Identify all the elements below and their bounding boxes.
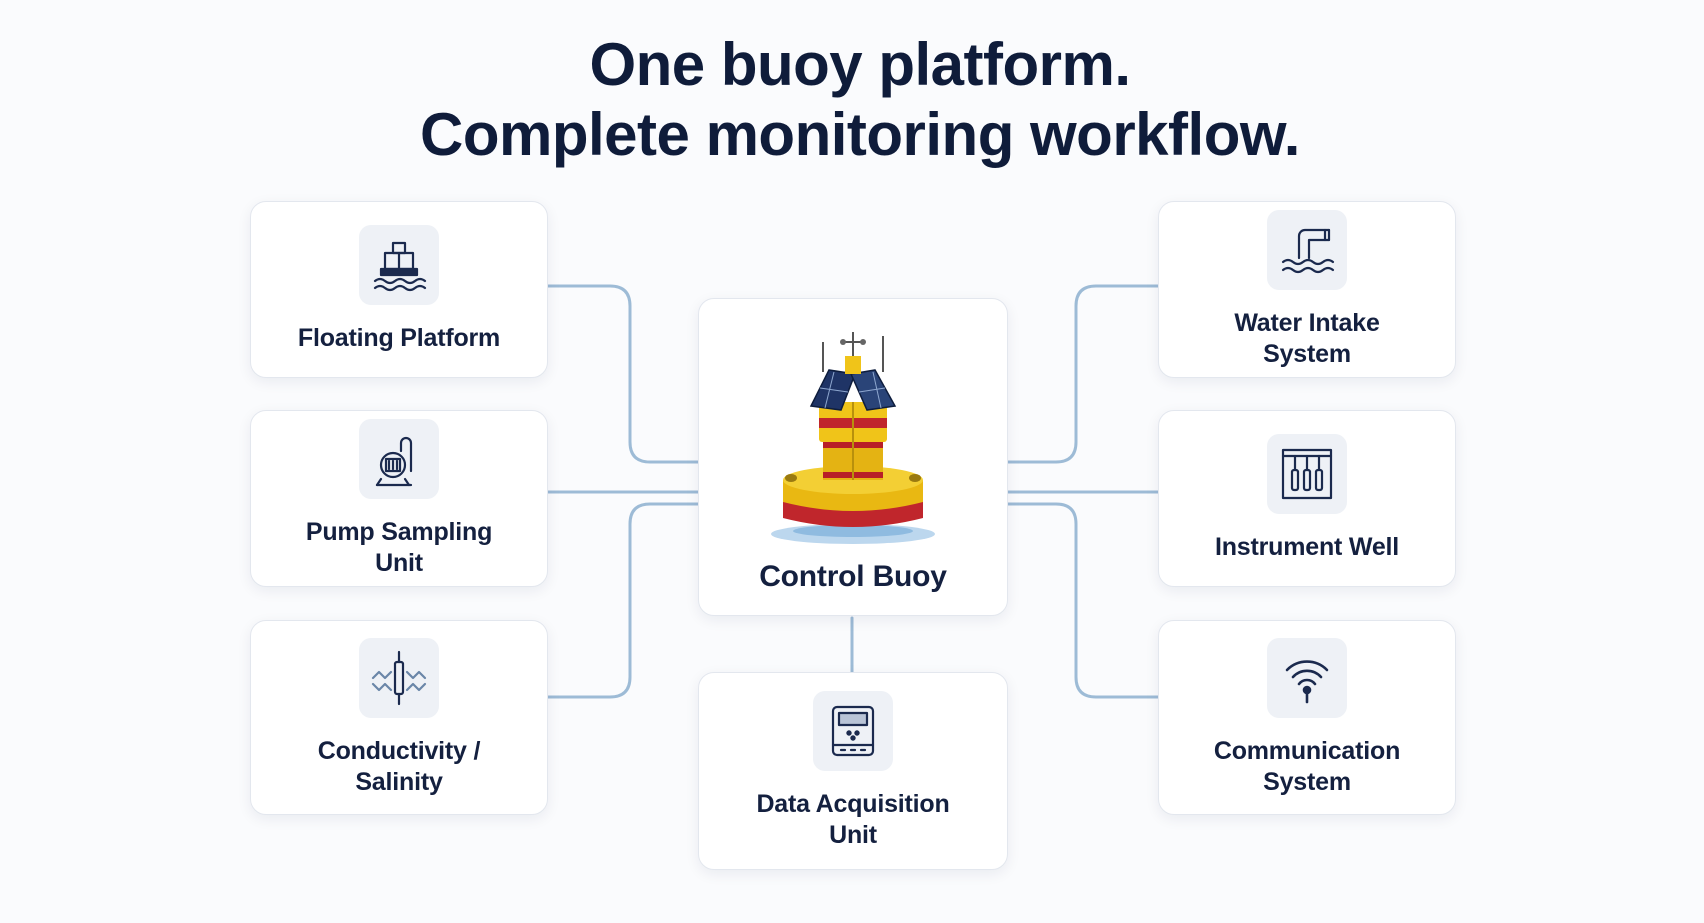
card-floating-platform[interactable]: Floating Platform: [250, 201, 548, 378]
label-pump-sampling-unit: Pump Sampling Unit: [305, 517, 493, 577]
label-water-intake-system: Water Intake System: [1234, 308, 1380, 368]
label-communication-system: Communication System: [1213, 736, 1401, 796]
floating-platform-icon: [359, 225, 439, 305]
label-control-buoy: Control Buoy: [759, 560, 947, 593]
page-title: One buoy platform. Complete monitoring w…: [0, 30, 1704, 170]
connector-conductivity: [546, 502, 700, 699]
label-data-acquisition-unit: Data Acquisition Unit: [756, 790, 950, 849]
card-water-intake-system[interactable]: Water Intake System: [1158, 201, 1456, 378]
antenna-signal-icon: [1267, 637, 1347, 718]
title-line-1: One buoy platform.: [589, 31, 1131, 98]
pump-icon: [359, 418, 439, 499]
connector-communication: [1006, 502, 1160, 699]
water-intake-icon: [1267, 209, 1347, 290]
card-communication-system[interactable]: Communication System: [1158, 620, 1456, 815]
card-conductivity-salinity[interactable]: Conductivity / Salinity: [250, 620, 548, 815]
connector-floating-platform: [546, 284, 700, 464]
label-floating-platform: Floating Platform: [297, 324, 501, 352]
label-instrument-well: Instrument Well: [1214, 533, 1400, 561]
buoy-illustration: [771, 332, 935, 544]
card-pump-sampling-unit[interactable]: Pump Sampling Unit: [250, 410, 548, 587]
card-data-acquisition-unit[interactable]: Data Acquisition Unit: [698, 672, 1008, 870]
label-conductivity-salinity: Conductivity / Salinity: [317, 736, 481, 796]
card-control-buoy[interactable]: Control Buoy: [698, 298, 1008, 616]
connector-water-intake: [1006, 284, 1160, 464]
data-logger-icon: [813, 691, 893, 771]
instrument-well-icon: [1267, 434, 1347, 514]
conductivity-probe-icon: [359, 637, 439, 718]
card-instrument-well[interactable]: Instrument Well: [1158, 410, 1456, 587]
title-line-2: Complete monitoring workflow.: [420, 101, 1300, 168]
